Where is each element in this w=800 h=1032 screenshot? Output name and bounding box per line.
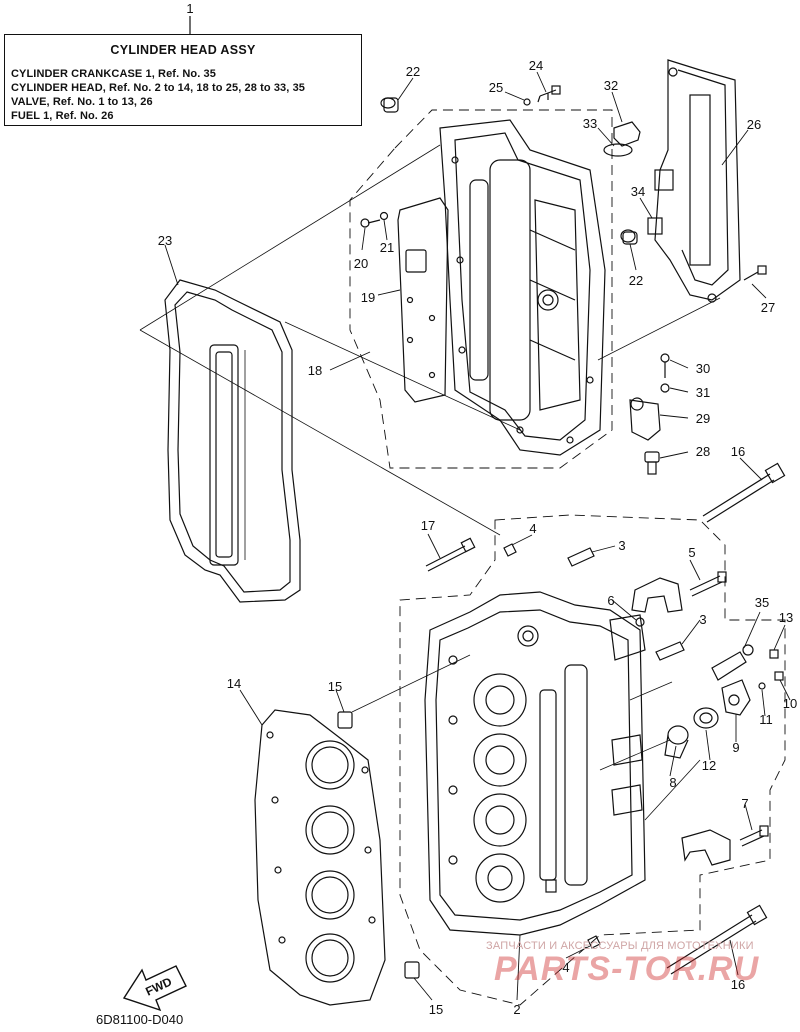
callout-4-lower: 4 [562,960,569,975]
pin-3-lower [655,641,685,661]
washer-21 [379,211,389,221]
callout-11: 11 [759,712,773,727]
head-group-outline [399,514,786,1006]
plug-4-upper [503,543,517,557]
callout-13: 13 [779,610,793,625]
callout-23: 23 [158,233,172,248]
oil-cap [603,121,641,157]
callout-7: 7 [741,796,748,811]
watermark-logo: PARTS-TOR.RU [494,950,760,988]
callout-3-lower: 3 [699,612,706,627]
bolt-27 [743,265,767,281]
callout-18: 18 [308,363,322,378]
callout-17: 17 [421,518,435,533]
washer-6 [635,617,645,627]
callout-33: 33 [583,116,597,131]
callout-10: 10 [783,696,797,711]
bolt-10 [774,671,784,681]
diagram-code: 6D81100-D040 [96,1012,184,1027]
callout-27: 27 [761,300,775,315]
cover-gasket [164,279,301,603]
bolt-30 [660,353,670,378]
callout-5: 5 [688,545,695,560]
washer-25 [523,98,531,106]
callout-14: 14 [227,676,241,691]
cover-plate [397,197,449,403]
seal-12 [693,707,719,729]
callout-31: 31 [696,385,710,400]
callout-34: 34 [631,184,645,199]
ref-line-fuel: FUEL 1, Ref. No. 26 [11,110,114,122]
callout-3-upper: 3 [618,538,625,553]
pin-3-upper [567,547,595,567]
cylinder-head [424,591,646,936]
dowel-15-lower [404,961,420,979]
washer-31 [660,383,670,393]
callout-32: 32 [604,78,618,93]
grommet-22-lower [620,229,638,245]
callout-22-upper: 22 [406,64,420,79]
callout-22-lower: 22 [629,273,643,288]
bracket-26 [654,59,741,303]
watermark: ЗАПЧАСТИ И АКСЕССУАРЫ ДЛЯ МОТОТЕХНИКИ PA… [486,940,796,990]
long-bolt-16-upper [702,462,786,523]
alignment-lines [139,144,721,821]
callout-29: 29 [696,411,710,426]
plate-34 [647,217,663,235]
cover-group-outline [349,109,613,469]
callout-6: 6 [607,593,614,608]
leader-lines [164,71,791,1001]
ref-line-valve: VALVE, Ref. No. 1 to 13, 26 [11,96,153,108]
plug-8 [664,725,689,759]
plug-28 [644,451,660,475]
bolt-24 [537,85,561,103]
washer-11 [758,682,766,690]
fwd-label: FWD [143,974,174,998]
screw-20 [360,218,381,228]
head-cover [439,119,606,456]
callout-16-upper: 16 [731,444,745,459]
callout-assembly-number: 1 [186,1,193,16]
callout-28: 28 [696,444,710,459]
callout-30: 30 [696,361,710,376]
callout-26: 26 [747,117,761,132]
callout-2: 2 [513,1002,520,1017]
callout-4-upper: 4 [529,521,536,536]
callout-35: 35 [755,595,769,610]
callout-19: 19 [361,290,375,305]
callout-12: 12 [702,758,716,773]
bracket-5 [631,571,727,613]
callout-15-upper: 15 [328,679,342,694]
dowel-15-upper [337,711,353,729]
bolt-17 [425,537,476,572]
callout-21: 21 [380,240,394,255]
ref-line-cylinder-head: CYLINDER HEAD, Ref. No. 2 to 14, 18 to 2… [11,82,306,94]
assembly-heading: CYLINDER HEAD ASSY [110,43,256,57]
grommet-22-upper [380,97,399,113]
callout-8: 8 [669,775,676,790]
bolt-13 [769,649,779,659]
callout-numbers: 22 24 25 32 33 26 34 22 27 23 21 20 19 1… [158,58,797,1017]
head-gasket [254,709,386,1006]
ref-line-crankcase: CYLINDER CRANKCASE 1, Ref. No. 35 [11,68,216,80]
callout-24: 24 [529,58,543,73]
sensor-35 [711,644,754,681]
long-bolt-16-lower [666,904,768,975]
clamp-7 [681,825,769,866]
housing-9 [721,679,751,716]
callout-16-lower: 16 [731,977,745,992]
combustion-chambers [473,673,527,903]
o-ring [603,143,633,157]
assembly-title-box: CYLINDER HEAD ASSY CYLINDER CRANKCASE 1,… [4,34,362,126]
callout-20: 20 [354,256,368,271]
plug-4-lower [587,935,601,949]
callout-25: 25 [489,80,503,95]
forward-arrow: FWD [122,965,187,1012]
sensor-29 [629,397,661,441]
callout-9: 9 [732,740,739,755]
watermark-tagline: ЗАПЧАСТИ И АКСЕССУАРЫ ДЛЯ МОТОТЕХНИКИ [486,940,754,952]
callout-15-lower: 15 [429,1002,443,1017]
